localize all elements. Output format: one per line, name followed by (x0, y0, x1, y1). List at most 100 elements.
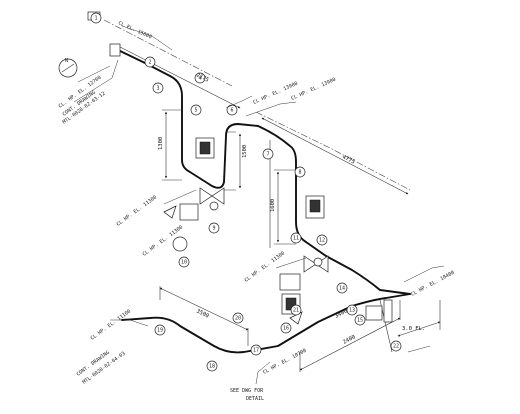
balloon-number: 20 (235, 316, 241, 322)
balloon (154, 324, 166, 336)
balloon (250, 344, 262, 356)
north-arrow (61, 63, 75, 73)
nozzle-block (365, 305, 383, 321)
leader (77, 65, 111, 83)
flange-circle-2 (313, 257, 323, 267)
dim-line-bottom-left (159, 287, 249, 331)
label-cl-el-top: CL EL. 15000 (117, 20, 152, 40)
dim-line-bottom-mid (299, 317, 401, 371)
balloon-number: 22 (393, 344, 399, 350)
label-dim-top-run: 2175 (195, 72, 210, 83)
label-dim-bottom-mid: 3400 (334, 308, 349, 320)
balloon-number: 5 (194, 108, 197, 114)
balloon-number: 6 (230, 108, 233, 114)
leaders (73, 25, 445, 385)
triangle-marker-1 (163, 205, 177, 219)
flange-circle-1 (209, 201, 219, 211)
balloon (354, 314, 366, 326)
balloon-number: 3 (156, 86, 159, 92)
balloon (178, 256, 190, 268)
balloon (194, 72, 206, 84)
label-bottom-ref-sub: DETAIL (246, 396, 264, 402)
label-fl-mark: 3.0 FL. (402, 326, 425, 332)
label-cl-el-lower-left: CL HP. EL. 11100 (90, 308, 132, 341)
leader (275, 257, 307, 269)
balloon-number: 15 (357, 318, 363, 324)
pipe-lower-right-run (325, 255, 411, 295)
leader (407, 345, 431, 353)
nozzle-plate (383, 299, 393, 323)
dim-line-right (261, 117, 409, 195)
spec-box-1-fill (199, 141, 211, 155)
right-end-nozzle (365, 299, 393, 323)
balloon-number: 13 (349, 308, 355, 314)
leader (110, 319, 149, 327)
instrument-circle-1 (172, 236, 188, 252)
balloon (346, 304, 358, 316)
valve-assembly-left (163, 137, 225, 252)
label-cl-el-mid-right: CL HP. EL. 13900 (290, 77, 336, 102)
label-north-mark: N (65, 58, 68, 64)
valve-symbol-1 (199, 187, 225, 205)
spec-box-2 (179, 203, 199, 221)
extension-lines (159, 109, 441, 372)
balloon (208, 222, 220, 234)
balloon (262, 148, 274, 160)
balloon (316, 234, 328, 246)
leader (255, 361, 271, 385)
balloon-number: 4 (198, 76, 201, 82)
pipe-bottom-run (121, 293, 411, 354)
balloon-number: 10 (181, 260, 187, 266)
label-dim-bottom-right: 2400 (342, 334, 357, 346)
label-cl-el-bottom: CL HP. EL. 10700 (262, 348, 307, 376)
dim-line-bottom-right (397, 321, 441, 337)
valve-assembly-right (279, 195, 329, 325)
label-dim-vertical-right: 1600 (270, 199, 276, 212)
balloon-number: 9 (212, 226, 215, 232)
label-dim-vertical-mid: 1500 (242, 145, 248, 158)
leader (121, 25, 173, 51)
balloon (232, 312, 244, 324)
balloon (152, 82, 164, 94)
label-dim-vertical-left: 1300 (158, 137, 164, 150)
leader (73, 59, 119, 103)
centerline-right (255, 111, 411, 191)
balloon-number: 21 (293, 308, 299, 314)
balloon-number: 18 (209, 364, 215, 370)
leader (163, 189, 197, 205)
label-cl-el-right-end: CL HP. EL. 10400 (410, 270, 455, 298)
balloon (280, 322, 292, 334)
balloon (190, 104, 202, 116)
label-dim-right-run: 4775 (341, 154, 356, 165)
balloon (226, 104, 238, 116)
balloon-number: 7 (266, 152, 269, 158)
balloon-number: 16 (283, 326, 289, 332)
balloon-number: 14 (339, 286, 345, 292)
balloon-number: 8 (298, 170, 301, 176)
balloon-number: 1 (94, 16, 97, 22)
balloon-number: 2 (148, 60, 151, 66)
dim-line-top (117, 45, 241, 109)
balloon (336, 282, 348, 294)
leader (403, 265, 445, 283)
balloon-number: 12 (319, 238, 325, 244)
balloon (206, 360, 218, 372)
balloon (290, 304, 302, 316)
leader (245, 101, 297, 117)
label-cl-el-left-mid: CL HP. EL. 11300 (116, 194, 158, 227)
balloon-number: 11 (293, 236, 299, 242)
pipe-upper-run (117, 49, 213, 187)
item-balloons (90, 12, 402, 372)
spec-box-4 (279, 273, 301, 291)
balloon (390, 340, 402, 352)
balloon (144, 56, 156, 68)
balloon-number: 17 (253, 348, 259, 354)
label-bottom-ref: SEE DWG FOR (230, 388, 264, 394)
label-dim-bottom-run: 3500 (195, 308, 210, 319)
balloon (290, 232, 302, 244)
start-nozzle (109, 43, 121, 57)
top-left-start (58, 11, 121, 78)
leader (225, 95, 253, 109)
